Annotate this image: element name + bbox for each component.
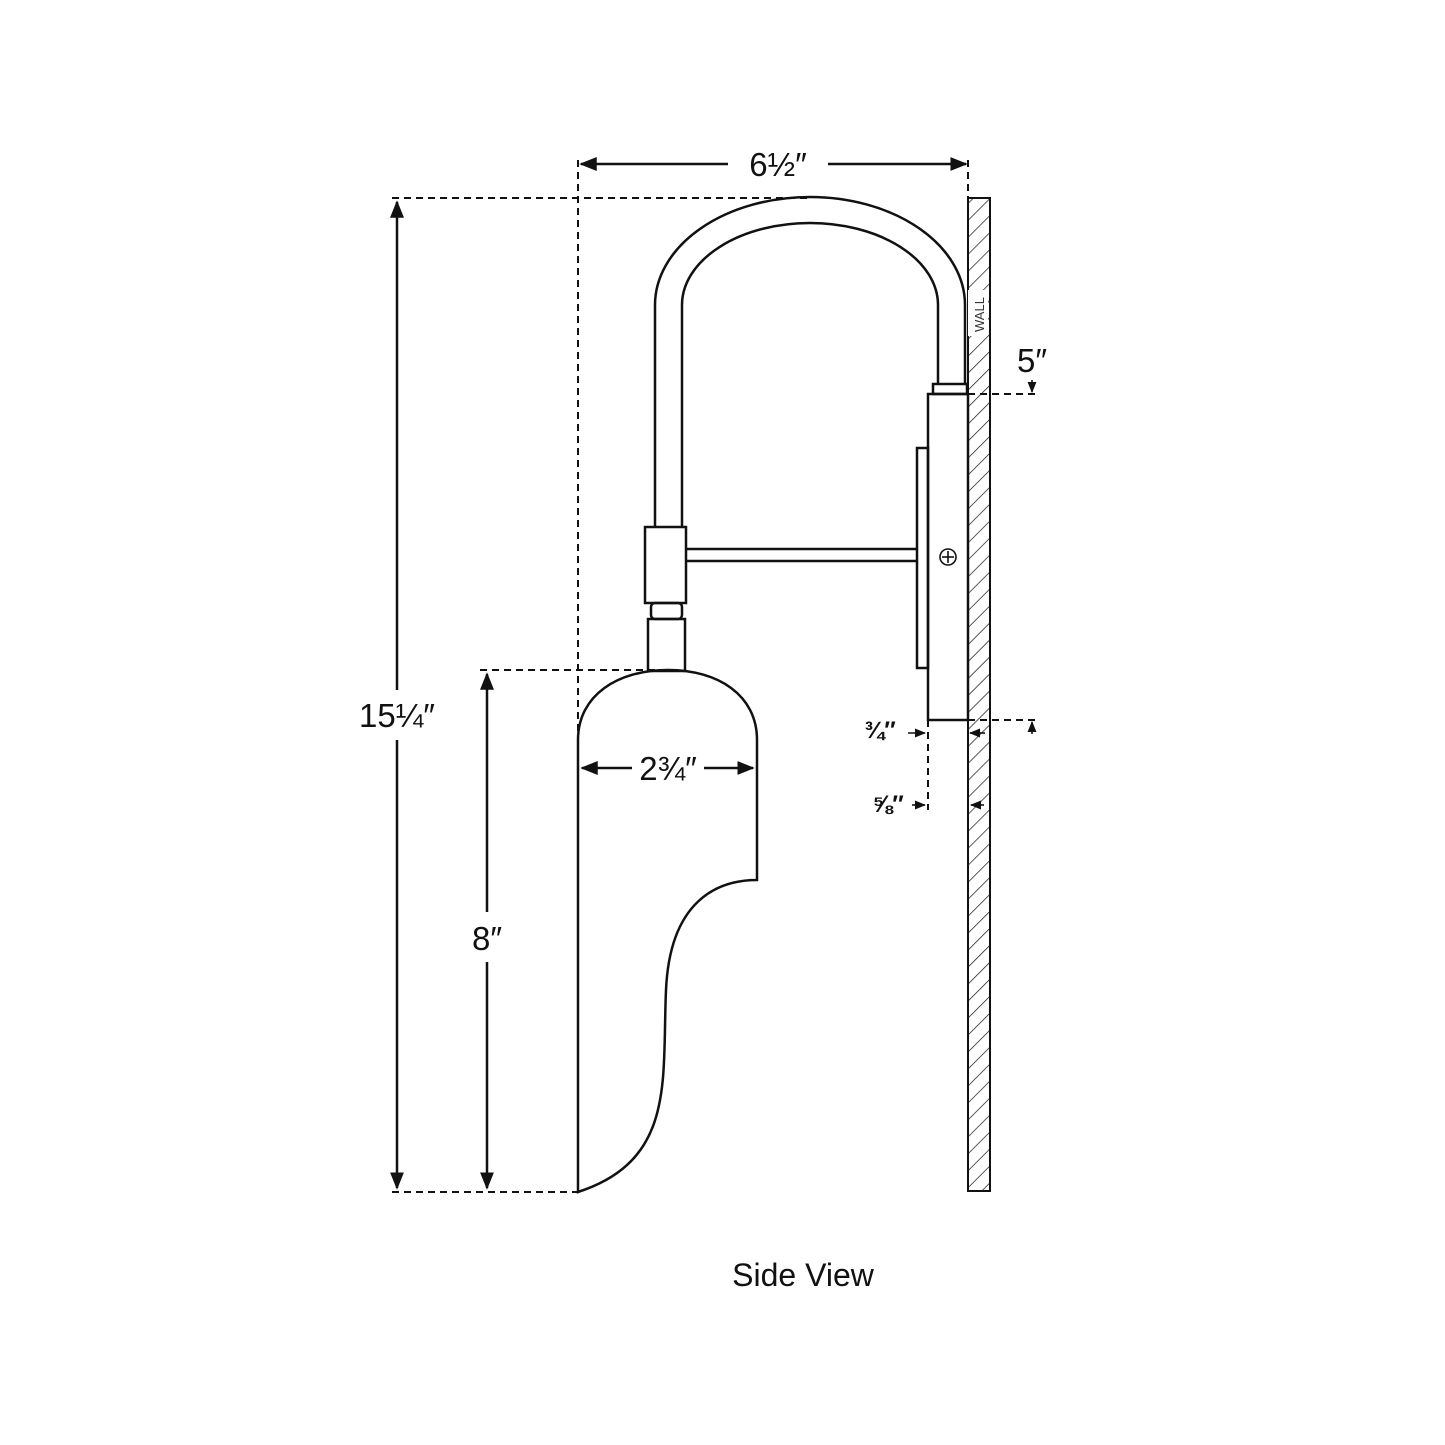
height-label: 15¼″ [359,697,435,734]
backplate-depth-label: ¾″ [864,717,896,744]
arched-arm [653,195,967,528]
canopy-depth-label: ⅝″ [872,791,904,818]
collar-ring [649,601,684,621]
shade-height-label: 8″ [472,920,502,957]
wall-label: WALL [972,297,987,332]
arm-cap [931,382,969,396]
wall-hatch [967,197,991,1192]
socket-neck [646,617,687,673]
collar [643,525,688,605]
wall: WALL [967,197,991,1192]
view-caption: Side View [732,1257,875,1293]
shade-width-label: 2¾″ [639,750,697,787]
extension-lines [392,160,1035,1193]
dimension-labels: 6½″ 15¼″ 8″ 2¾″ 5″ ¾″ ⅝″ [359,146,1047,957]
backplate-offset-label: 5″ [1017,342,1047,379]
width-label: 6½″ [749,146,807,183]
shade [576,668,759,1194]
canopy [915,446,930,670]
dimension-lines [390,157,1037,1190]
arched-arm-inner [680,221,940,528]
screw-icon [939,548,957,566]
sconce-outline [576,195,970,1194]
